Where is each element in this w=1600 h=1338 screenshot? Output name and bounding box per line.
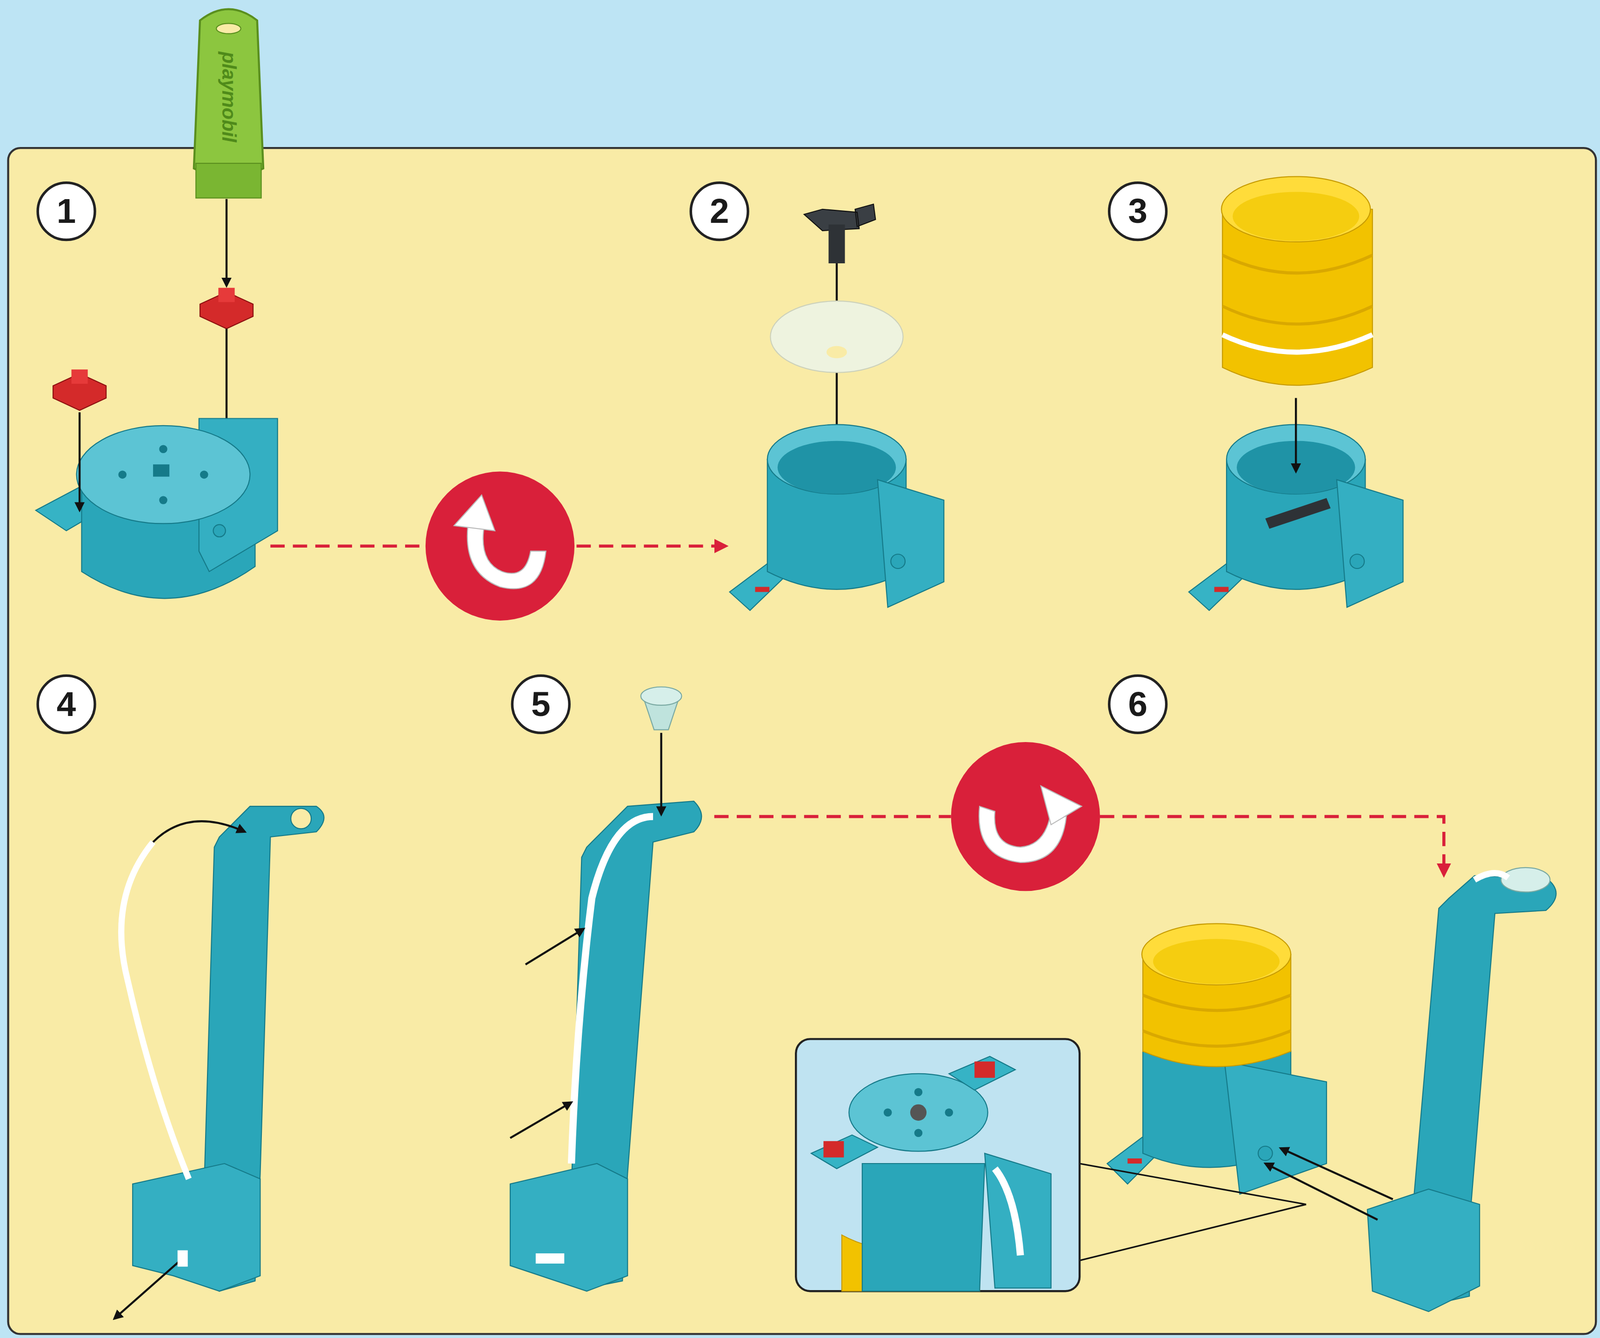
callout-number: 2: [709, 191, 730, 232]
callout-number: 6: [1127, 684, 1148, 725]
callout-number: 5: [531, 684, 551, 725]
callout-number: 1: [56, 191, 77, 232]
callout-number: 3: [1127, 191, 1148, 232]
callout-number: 4: [56, 684, 77, 725]
brand-text: playmobil: [217, 51, 240, 143]
